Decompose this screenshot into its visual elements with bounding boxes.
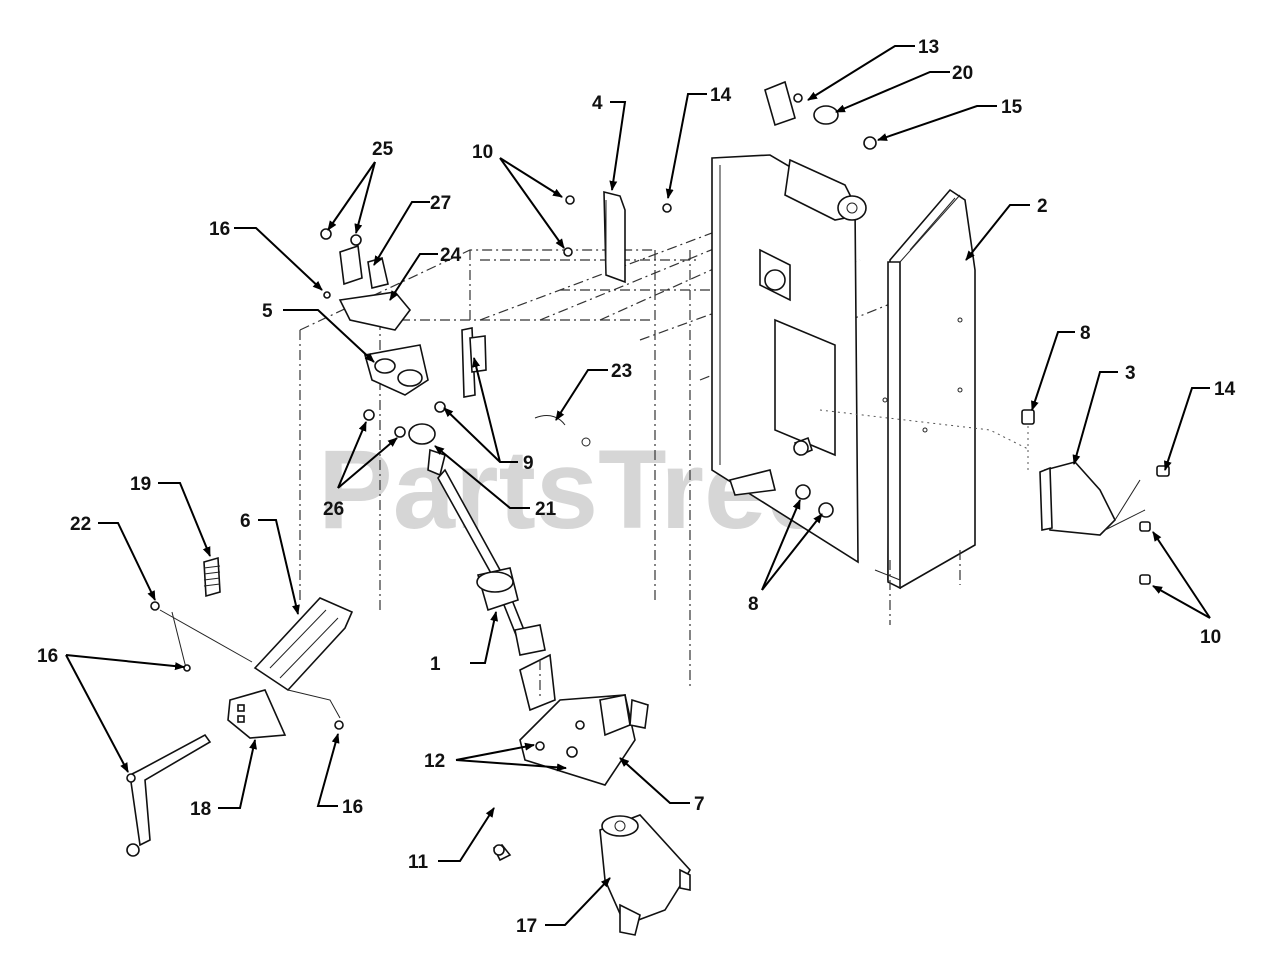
callout-5[interactable]: 5 bbox=[262, 301, 273, 322]
callout-14-right[interactable]: 14 bbox=[1214, 379, 1236, 400]
callout-11[interactable]: 11 bbox=[408, 852, 429, 873]
callout-24[interactable]: 24 bbox=[440, 245, 462, 266]
callout-21[interactable]: 21 bbox=[535, 499, 557, 520]
callout-3[interactable]: 3 bbox=[1125, 363, 1136, 384]
hardware-center bbox=[363, 195, 672, 477]
callout-2[interactable]: 2 bbox=[1037, 196, 1048, 217]
rod-part-1 bbox=[437, 468, 546, 656]
callout-16-bottom[interactable]: 16 bbox=[342, 797, 363, 818]
callout-16-left[interactable]: 16 bbox=[37, 646, 58, 667]
leader-lines bbox=[65, 45, 1211, 926]
callout-7[interactable]: 7 bbox=[694, 794, 705, 815]
callout-27[interactable]: 27 bbox=[430, 193, 451, 214]
callout-1[interactable]: 1 bbox=[430, 654, 441, 675]
callout-17[interactable]: 17 bbox=[516, 916, 537, 937]
callout-15[interactable]: 15 bbox=[1001, 97, 1023, 118]
callout-4[interactable]: 4 bbox=[592, 93, 603, 114]
bracket-part-7 bbox=[519, 653, 649, 786]
panel-part-2 bbox=[711, 80, 1031, 625]
callout-16-top[interactable]: 16 bbox=[209, 219, 230, 240]
callout-6[interactable]: 6 bbox=[240, 511, 251, 532]
callout-13[interactable]: 13 bbox=[918, 37, 939, 58]
callout-23[interactable]: 23 bbox=[611, 361, 632, 382]
callout-20[interactable]: 20 bbox=[952, 63, 973, 84]
callout-10-right[interactable]: 10 bbox=[1200, 627, 1221, 648]
hardware-right bbox=[793, 93, 877, 518]
callout-26[interactable]: 26 bbox=[323, 499, 344, 520]
linkage-part-5 bbox=[320, 228, 487, 398]
callout-labels: 1 2 3 4 5 6 7 8 8 9 10 10 11 12 13 14 14… bbox=[37, 37, 1236, 937]
callout-22[interactable]: 22 bbox=[70, 514, 91, 535]
bracket-part-3 bbox=[1021, 409, 1170, 585]
fastener-part-11 bbox=[492, 844, 512, 862]
callout-25[interactable]: 25 bbox=[372, 139, 394, 160]
plate-part-4 bbox=[603, 190, 626, 284]
callout-19[interactable]: 19 bbox=[130, 474, 151, 495]
callout-14-top[interactable]: 14 bbox=[710, 85, 732, 106]
handle-part-6 bbox=[126, 556, 354, 857]
motor-part-17 bbox=[599, 814, 691, 936]
callout-8-center[interactable]: 8 bbox=[748, 594, 759, 615]
callout-10-top[interactable]: 10 bbox=[472, 142, 493, 163]
callout-9[interactable]: 9 bbox=[523, 453, 534, 474]
callout-8-right[interactable]: 8 bbox=[1080, 323, 1091, 344]
callout-18[interactable]: 18 bbox=[190, 799, 211, 820]
callout-12[interactable]: 12 bbox=[424, 751, 445, 772]
